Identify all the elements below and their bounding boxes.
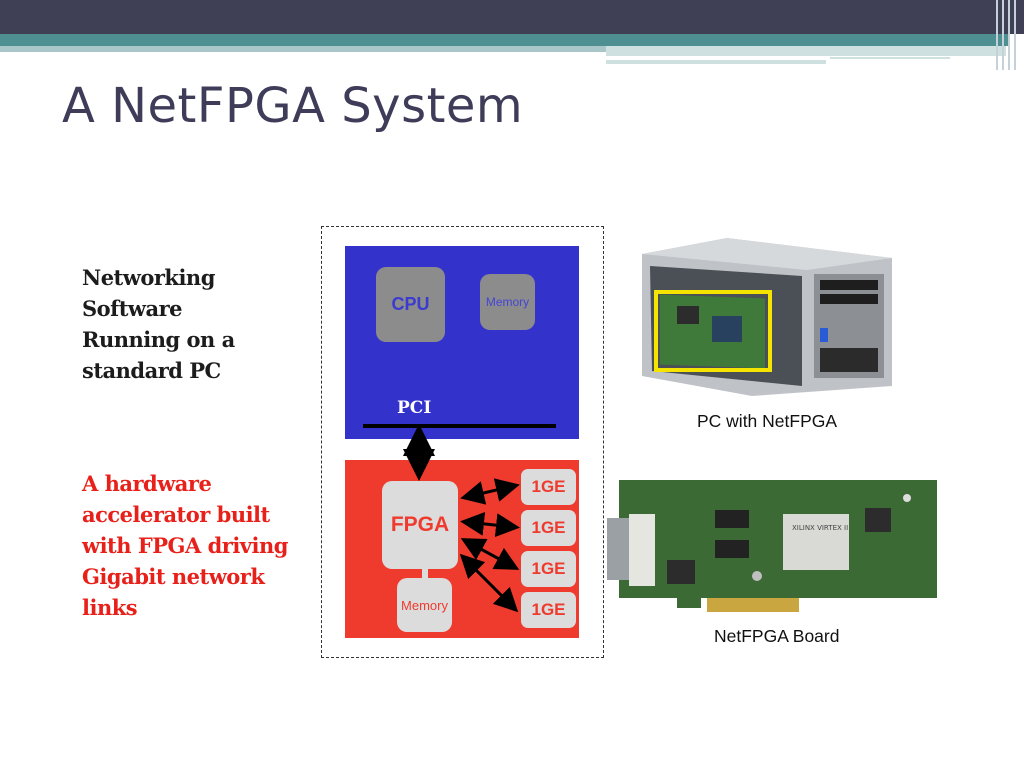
header-line xyxy=(1002,0,1004,70)
header-line xyxy=(996,0,998,70)
fpga-block: FPGA xyxy=(382,481,458,569)
board-photo-caption: NetFPGA Board xyxy=(714,626,840,646)
gigabit-port-2: 1GE xyxy=(521,510,576,546)
system-boundary xyxy=(321,226,604,658)
software-description: Networking Software Running on a standar… xyxy=(82,265,235,383)
header-line xyxy=(1014,0,1016,70)
header-bar-light xyxy=(0,46,606,52)
hardware-description: A hardware accelerator built with FPGA d… xyxy=(82,471,288,620)
pc-memory-block: Memory xyxy=(480,274,535,330)
header-bar-teal xyxy=(0,34,1010,46)
slide-title: A NetFPGA System xyxy=(62,78,524,134)
port-arrow-2 xyxy=(460,511,520,538)
gigabit-port-3: 1GE xyxy=(521,551,576,587)
fpga-chip-marking: XILINX VIRTEX II xyxy=(792,524,848,532)
gigabit-port-4: 1GE xyxy=(521,592,576,628)
pc-photo xyxy=(642,238,892,396)
header-strip xyxy=(830,57,950,59)
fpga-memory-block: Memory xyxy=(397,578,452,632)
netfpga-board-photo: XILINX VIRTEX II xyxy=(607,480,937,612)
port-arrow-3 xyxy=(460,538,520,570)
port-arrow-4 xyxy=(459,553,519,613)
gigabit-port-1: 1GE xyxy=(521,469,576,505)
header-bar-dark xyxy=(0,0,1024,34)
pci-label: PCI xyxy=(397,398,432,418)
header-strip xyxy=(606,46,1006,56)
cpu-block: CPU xyxy=(376,267,445,342)
header-strip xyxy=(606,60,826,64)
port-arrow-1 xyxy=(460,478,520,505)
header-line xyxy=(1008,0,1010,70)
pc-photo-caption: PC with NetFPGA xyxy=(697,411,838,431)
